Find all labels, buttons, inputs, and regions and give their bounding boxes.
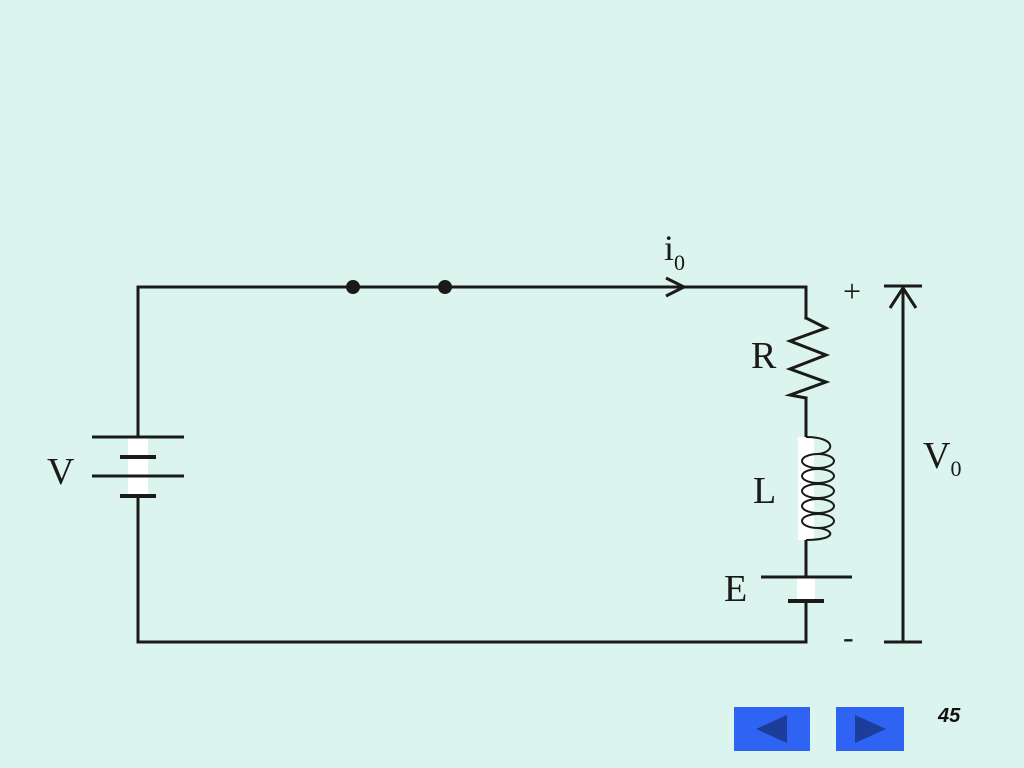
output-voltage-label: V0 xyxy=(923,435,961,481)
switch-terminal-left xyxy=(346,280,360,294)
plus-sign: + xyxy=(843,273,861,309)
right-triangle-icon xyxy=(855,715,886,743)
minus-sign: - xyxy=(843,619,854,655)
page-number: 45 xyxy=(938,705,961,727)
inductor-symbol xyxy=(798,436,835,541)
emf-source xyxy=(761,575,852,603)
voltage-arrow xyxy=(884,284,922,644)
switch-terminal-right xyxy=(438,280,452,294)
battery-source xyxy=(92,435,184,498)
resistor-symbol xyxy=(784,315,831,400)
previous-slide-button[interactable] xyxy=(734,707,810,751)
inductor-label: L xyxy=(753,470,776,512)
wire-left-lower xyxy=(136,493,808,644)
emf-label: E xyxy=(724,568,747,610)
current-arrow-icon xyxy=(665,276,688,298)
next-slide-button[interactable] xyxy=(836,707,904,751)
wire-top xyxy=(136,285,808,320)
current-label: i0 xyxy=(664,228,685,275)
left-triangle-icon xyxy=(756,715,787,743)
resistor-label: R xyxy=(751,335,777,377)
source-voltage-label: V xyxy=(47,451,75,493)
